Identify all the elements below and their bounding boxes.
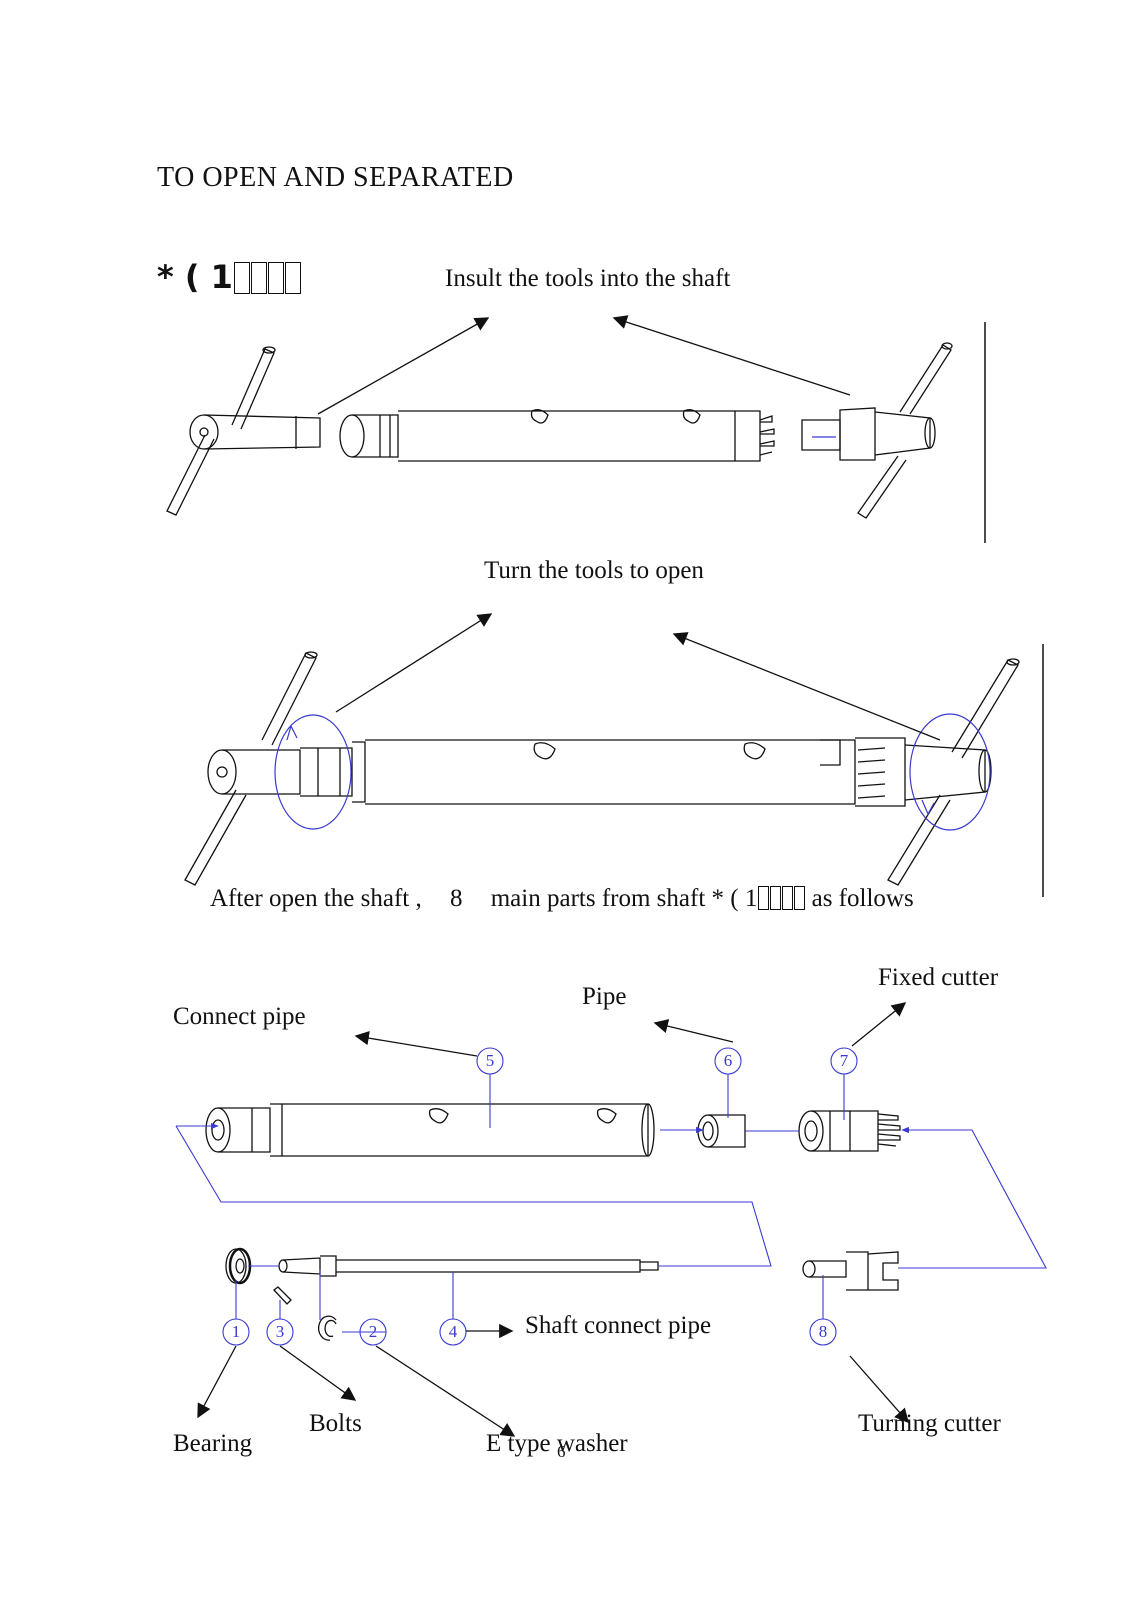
annotation-arrows bbox=[197, 315, 941, 1437]
missing-glyph-icon bbox=[782, 886, 794, 910]
caption-insert: Insult the tools into the shaft bbox=[445, 265, 731, 292]
missing-glyph-icon bbox=[250, 262, 267, 294]
missing-glyph-icon bbox=[794, 886, 806, 910]
caption-after-num: 8 bbox=[449, 885, 463, 912]
label-turning-cutter: Turning cutter bbox=[858, 1410, 1001, 1437]
label-fixed-cutter: Fixed cutter bbox=[878, 964, 999, 991]
callout-number: 4 bbox=[448, 1322, 458, 1341]
missing-glyph-icon bbox=[267, 262, 284, 294]
step-marker: * ( 1 bbox=[157, 258, 301, 296]
figure-turn-tools bbox=[184, 644, 1044, 897]
callout-number: 3 bbox=[275, 1322, 285, 1341]
missing-glyph-icon bbox=[284, 262, 301, 294]
label-bearing: Bearing bbox=[173, 1430, 253, 1457]
page-number: 6 bbox=[557, 1442, 566, 1461]
callout-number: 1 bbox=[231, 1322, 241, 1341]
caption-after-pre: After open the shaft , bbox=[210, 885, 422, 912]
label-shaft-connect-pipe: Shaft connect pipe bbox=[525, 1312, 712, 1339]
callout-number: 7 bbox=[839, 1051, 849, 1070]
caption-after: After open the shaft , 8 main parts from… bbox=[210, 885, 914, 913]
callout-number: 8 bbox=[818, 1322, 828, 1341]
callout-leaders bbox=[175, 1047, 1047, 1346]
caption-turn: Turn the tools to open bbox=[484, 557, 704, 584]
label-bolts: Bolts bbox=[309, 1410, 362, 1437]
callout-number: 6 bbox=[723, 1051, 733, 1070]
label-pipe: Pipe bbox=[582, 983, 627, 1010]
callout-number: 5 bbox=[485, 1051, 495, 1070]
caption-after-post: as follows bbox=[811, 885, 914, 912]
rotation-indicators bbox=[274, 713, 991, 831]
caption-after-mid: main parts from shaft * ( 1 bbox=[490, 885, 758, 912]
step-marker-text: * ( 1 bbox=[157, 258, 233, 296]
figure-insert-tools bbox=[166, 322, 986, 543]
figure-exploded-view bbox=[205, 1103, 901, 1341]
page-heading: TO OPEN AND SEPARATED bbox=[157, 162, 514, 193]
missing-glyph-icon bbox=[233, 262, 250, 294]
missing-glyph-icon bbox=[770, 886, 782, 910]
missing-glyph-icon bbox=[758, 886, 770, 910]
label-connect-pipe: Connect pipe bbox=[173, 1003, 306, 1030]
